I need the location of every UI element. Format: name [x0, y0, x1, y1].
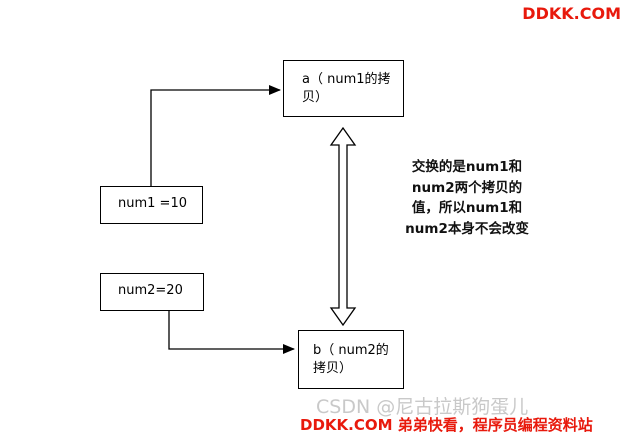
csdn-watermark: CSDN @尼古拉斯狗蛋儿 — [316, 396, 529, 418]
node-num1-label: num1 =10 — [118, 196, 187, 211]
swap-double-arrow-icon — [329, 126, 357, 327]
brand-banner-bottom: DDKK.COM 弟弟快看，程序员编程资料站 — [300, 416, 593, 434]
swap-explanation-note: 交换的是num1和num2两个拷贝的值，所以num1和num2本身不会改变 — [405, 159, 529, 237]
node-num2-label: num2=20 — [118, 283, 183, 298]
node-b-copy: b（ num2的拷贝） — [298, 330, 404, 389]
node-num2: num2=20 — [100, 273, 204, 311]
node-a-copy: a（ num1的拷贝） — [283, 60, 404, 117]
node-b-label: b（ num2的拷贝） — [313, 343, 389, 376]
brand-logo-top: DDKK.COM — [522, 4, 621, 23]
connector-num2-to-b — [168, 311, 295, 354]
connector-num1-to-a — [150, 85, 281, 186]
node-num1: num1 =10 — [100, 186, 203, 224]
node-a-label: a（ num1的拷贝） — [302, 72, 391, 105]
